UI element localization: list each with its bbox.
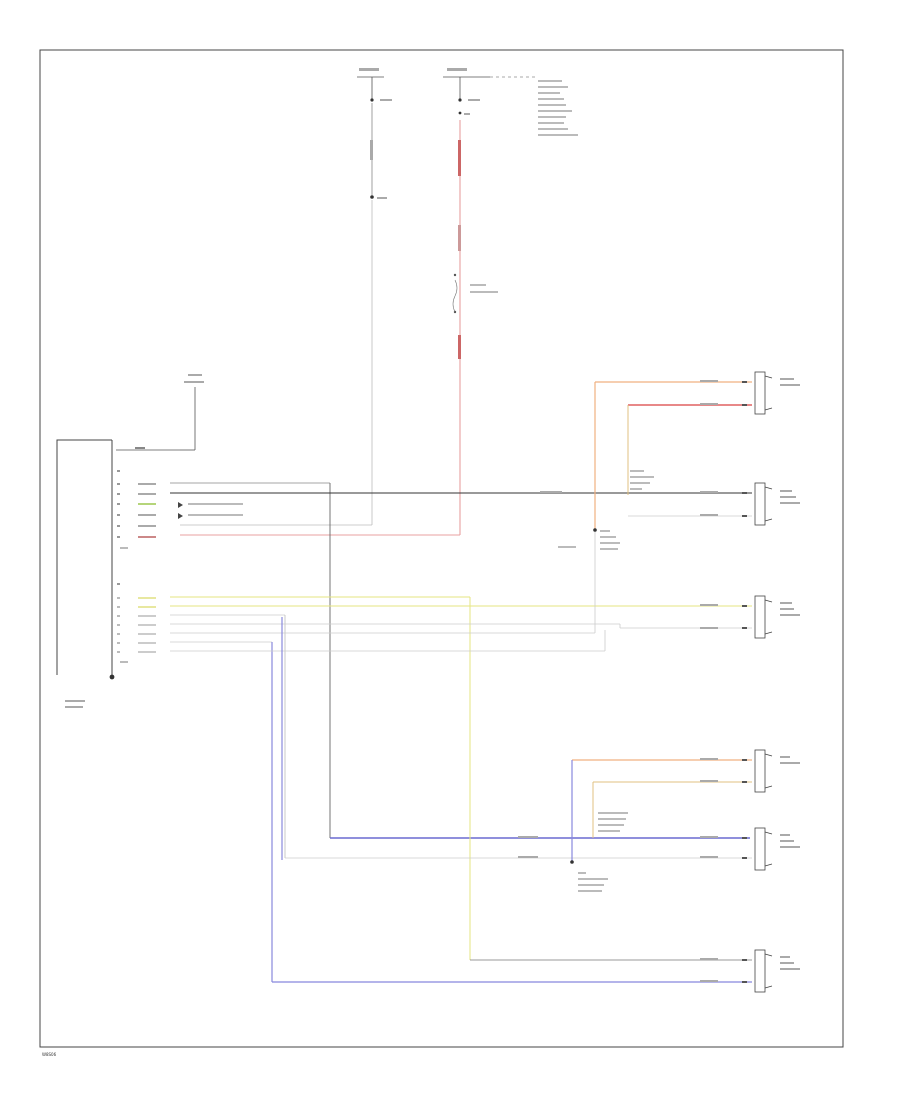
fuse-left: [180, 77, 392, 526]
wire-yellow: [170, 596, 752, 961]
right-tweeter-wiring: [540, 380, 752, 550]
diagram-id-code: W8S06: [42, 1052, 57, 1057]
left-tweeter-wiring: [518, 758, 752, 982]
ground-symbol: [116, 374, 204, 451]
fuse-right: [180, 77, 498, 536]
wire-gray-lower: [170, 530, 752, 983]
speaker-left-tweeter: [754, 749, 800, 793]
speaker-right-front-door: [754, 482, 800, 526]
wire-upper-1: [170, 482, 750, 839]
diagram-border: [39, 49, 844, 1048]
speaker-right-rear: [700, 595, 800, 639]
speaker-right-tweeter: [754, 371, 800, 415]
speaker-left-front-door: [754, 827, 800, 871]
radio-unit: [56, 439, 115, 708]
radio-connector-upper: [117, 470, 156, 549]
radio-connector-lower: [117, 583, 156, 663]
fuse-block-area: [357, 68, 578, 136]
speaker-left-rear: [754, 949, 800, 993]
illumination-notes: [178, 502, 243, 519]
connector-pins: [742, 381, 747, 983]
